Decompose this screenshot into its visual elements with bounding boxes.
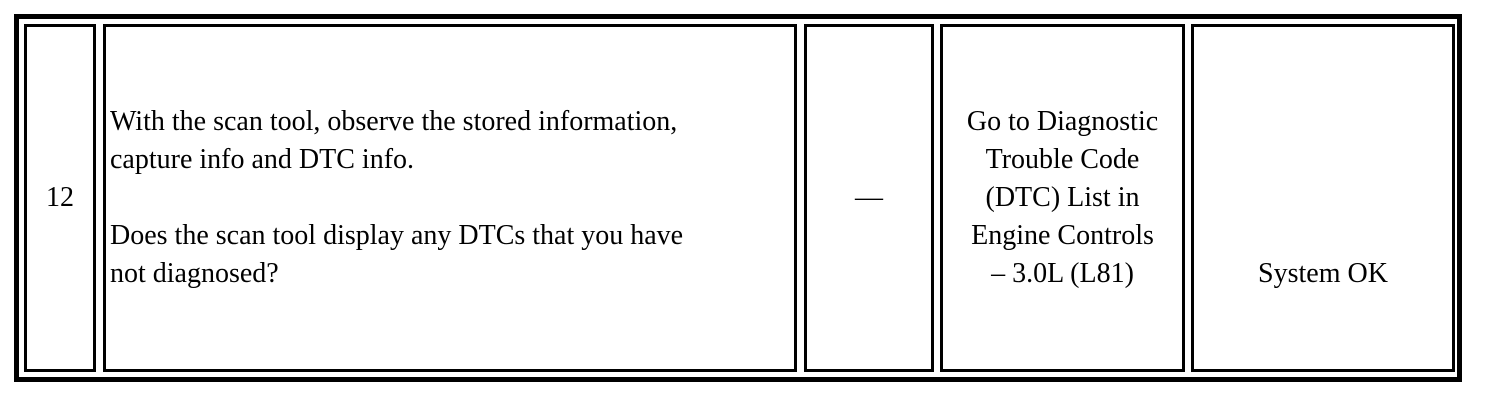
diagnostic-table: 12 With the scan tool, observe the store… bbox=[14, 14, 1462, 382]
action-cell: With the scan tool, observe the stored i… bbox=[103, 24, 797, 372]
no-cell: System OK bbox=[1191, 24, 1455, 372]
values-cell: — bbox=[804, 24, 934, 372]
yes-cell: Go to Diagnostic Trouble Code (DTC) List… bbox=[940, 24, 1185, 372]
no-result-text: System OK bbox=[1258, 258, 1388, 289]
action-question: Does the scan tool display any DTCs that… bbox=[110, 220, 684, 289]
action-instruction: With the scan tool, observe the stored i… bbox=[110, 106, 678, 175]
yes-result-text: Go to Diagnostic Trouble Code (DTC) List… bbox=[966, 106, 1159, 289]
values-text: — bbox=[855, 182, 883, 213]
step-number: 12 bbox=[46, 182, 74, 213]
step-cell: 12 bbox=[24, 24, 96, 372]
